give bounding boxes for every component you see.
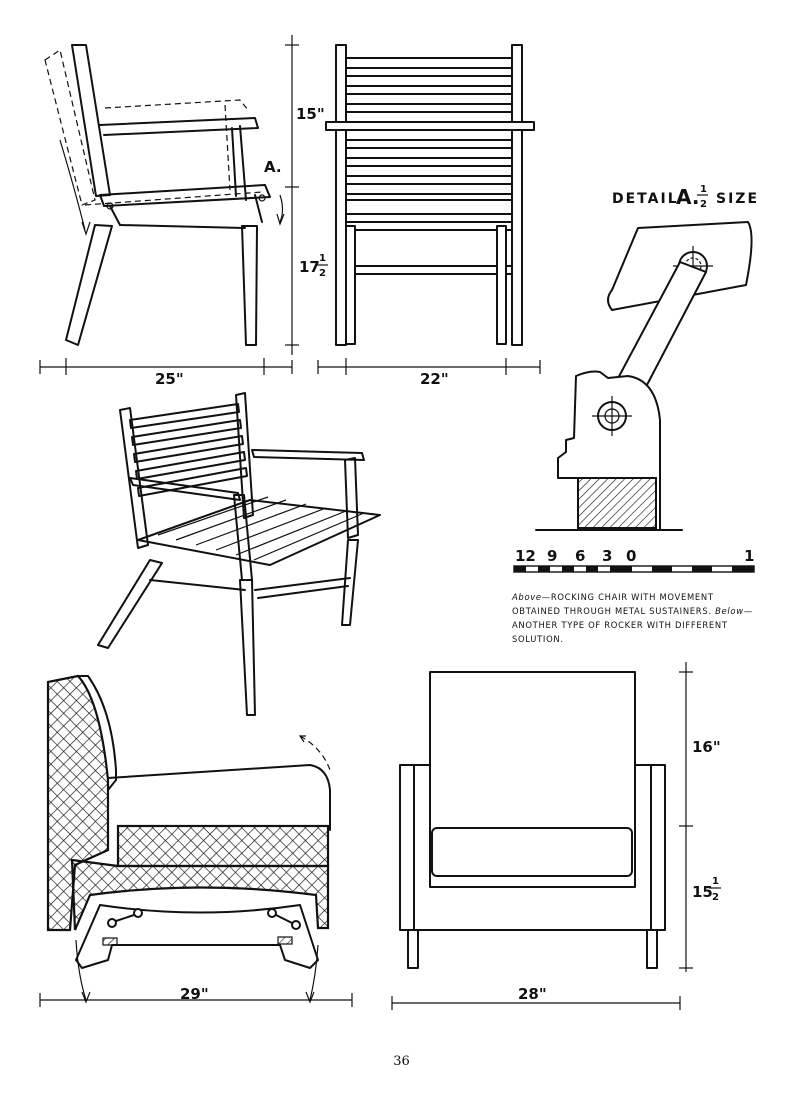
dimension-seat-height-den: 2 <box>319 268 326 279</box>
caption-above-label: Above <box>512 592 542 602</box>
vertical-dimension-chair: 15" 17 1 2 <box>285 35 328 355</box>
dimension-rocker-side-width: 29" <box>180 985 209 1003</box>
detail-letter: A. <box>676 185 699 209</box>
scale-mark-1: 1 <box>744 547 754 565</box>
detail-a: DETAIL A. 1 2 SIZE <box>535 184 759 531</box>
scale-mark-3: 3 <box>602 547 612 565</box>
scale-mark-0: 0 <box>626 547 636 565</box>
scale-bar: 12 9 6 3 0 1 <box>513 547 755 573</box>
back-slats <box>345 57 513 195</box>
dimension-rocker-seat-height-den: 2 <box>712 892 719 903</box>
caption-below-label: Below <box>715 606 744 616</box>
dimension-side-width: 25" <box>155 370 184 388</box>
page-number: 36 <box>393 1054 410 1069</box>
dimension-back-height: 15" <box>296 105 325 123</box>
dimension-seat-height-num: 1 <box>319 253 326 264</box>
scale-mark-6: 6 <box>575 547 585 565</box>
scale-mark-12: 12 <box>515 547 536 565</box>
detail-scale-num: 1 <box>700 184 707 195</box>
rocking-chair-side-view: A. 25" <box>39 44 293 388</box>
detail-title: DETAIL <box>612 191 679 207</box>
caption-below-text: —ANOTHER TYPE OF ROCKER WITH DIFFERENT S… <box>512 606 753 644</box>
dimension-seat-height-whole: 17 <box>299 258 320 276</box>
detail-scale-den: 2 <box>700 199 707 210</box>
detail-a-marker: A. <box>264 158 282 176</box>
figure-caption: Above—ROCKING CHAIR WITH MOVEMENT OBTAIN… <box>512 590 760 646</box>
dimension-rocker-seat-height-num: 1 <box>712 876 719 887</box>
caption-above-text: —ROCKING CHAIR WITH MOVEMENT OBTAINED TH… <box>512 592 714 616</box>
scale-mark-9: 9 <box>547 547 557 565</box>
dimension-rocker-back-height: 16" <box>692 738 721 756</box>
rocker-side-view: 29" <box>39 674 353 1007</box>
rocker-front-view: 28" 16" 15 1 2 <box>391 662 721 1010</box>
dimension-front-width: 22" <box>420 370 449 388</box>
dimension-rocker-seat-height-whole: 15 <box>692 883 713 901</box>
dimension-rocker-front-width: 28" <box>518 985 547 1003</box>
rocking-chair-perspective <box>97 392 381 716</box>
rocking-chair-front-view: 22" <box>317 44 541 388</box>
detail-size: SIZE <box>716 191 759 207</box>
